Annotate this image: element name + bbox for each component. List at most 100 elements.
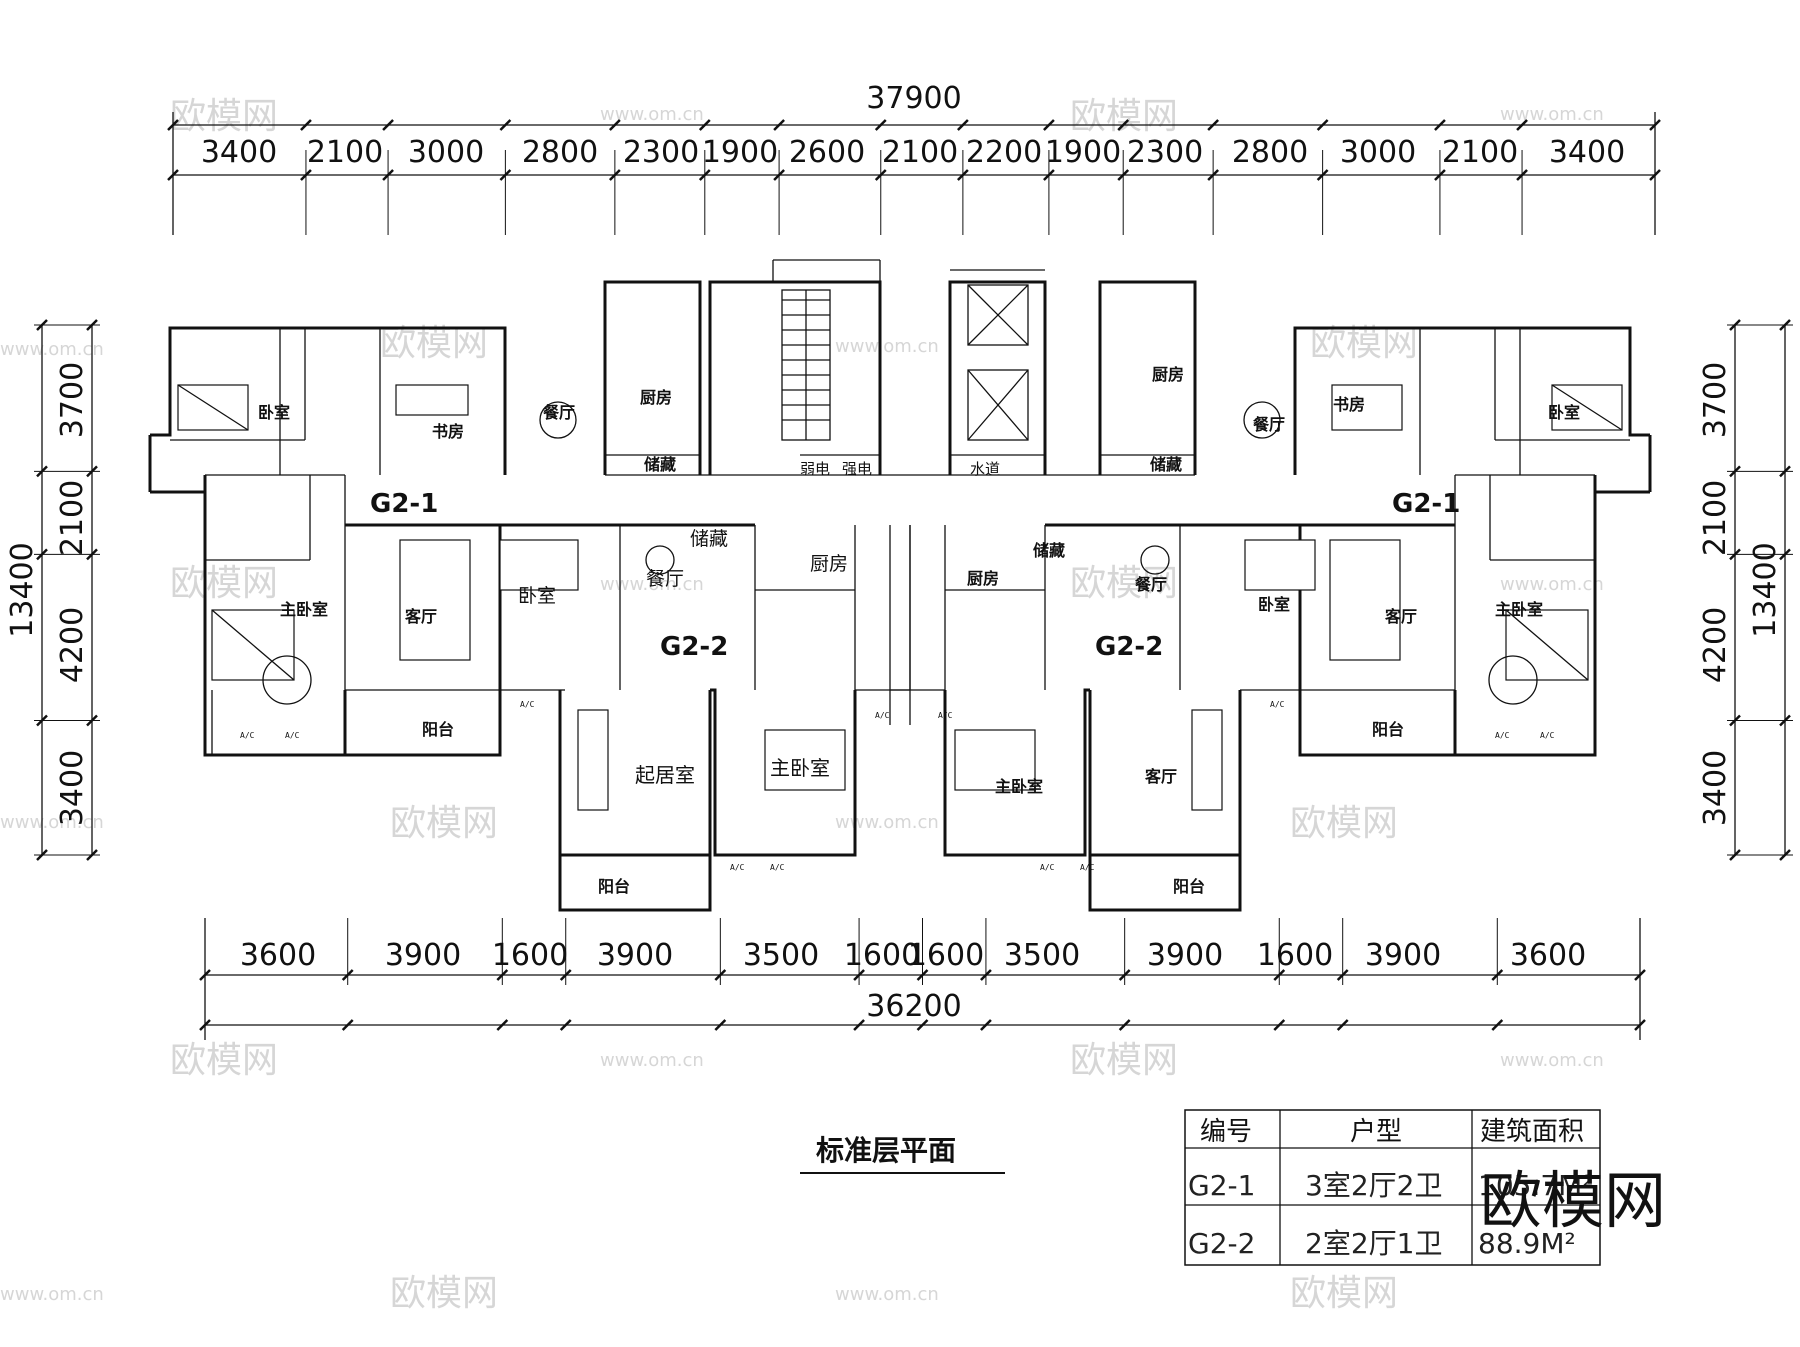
dimension-tick [1207, 169, 1220, 181]
dimension-tick [1117, 169, 1130, 181]
room-living: 客厅 [1145, 767, 1177, 786]
unit-label-g21-left: G2-1 [370, 489, 438, 519]
dimension-tick [853, 1019, 865, 1031]
top-dim-14: 2100 [1442, 135, 1518, 170]
watermark-brand: 欧模网 [170, 563, 278, 604]
dimension-tick [874, 119, 887, 131]
schedule-row-code: G2-2 [1188, 1227, 1255, 1260]
room-weak-electric: 弱电 [800, 460, 830, 478]
watermark-url: www.om.cn [600, 1050, 704, 1071]
top-dim-13: 3000 [1340, 135, 1416, 170]
drawing-title: 标准层平面 [816, 1134, 956, 1167]
top-dim-12: 2800 [1232, 135, 1308, 170]
top-dim-1: 3400 [201, 135, 277, 170]
dimension-tick [1729, 714, 1741, 727]
ac-unit-label: A/C [1540, 731, 1555, 740]
dimension-tick [1434, 119, 1446, 131]
left-dim-2: 2100 [55, 480, 90, 556]
room-living: 客厅 [1385, 607, 1417, 626]
room-balcony: 阳台 [1372, 720, 1404, 739]
room-bedroom: 卧室 [1548, 403, 1580, 422]
right-dim-4: 3400 [1698, 750, 1733, 826]
bottom-dim-9: 3900 [1147, 938, 1223, 973]
right-dim-1: 3700 [1698, 362, 1733, 438]
left-total-dimension: 13400 [5, 542, 40, 637]
watermark-url: www.om.cn [0, 1284, 104, 1305]
dimension-tick [698, 169, 711, 181]
bottom-dim-10: 1600 [1257, 938, 1333, 973]
top-dim-11: 2300 [1127, 135, 1203, 170]
top-dim-7: 2600 [789, 135, 865, 170]
watermark-url: www.om.cn [1500, 1050, 1604, 1071]
dimension-tick [956, 169, 969, 181]
watermark-brand: 欧模网 [1290, 803, 1398, 844]
dimension-tick [874, 169, 887, 181]
dimension-tick [86, 465, 98, 478]
schedule-row-type: 2室2厅1卫 [1305, 1227, 1442, 1260]
watermark-url: www.om.cn [600, 104, 704, 125]
watermark-url: www.om.cn [835, 812, 939, 833]
dimension-tick [773, 169, 785, 181]
dimension-tick [1434, 169, 1446, 181]
top-dim-6: 1900 [702, 135, 778, 170]
dimension-tick [956, 119, 969, 131]
right-dim-3: 4200 [1698, 607, 1733, 683]
left-dim-4: 3400 [55, 750, 90, 826]
room-kitchen: 厨房 [640, 388, 672, 407]
drawing-title-block: 标准层平面 [800, 1134, 1005, 1174]
top-dim-8: 2100 [882, 135, 958, 170]
watermark-url: www.om.cn [1500, 104, 1604, 125]
dimension-tick [559, 969, 572, 981]
dimension-tick [1118, 969, 1131, 981]
dimension-tick [1779, 319, 1791, 331]
room-water-shaft: 水道 [970, 460, 1000, 478]
watermark-brand: 欧模网 [1290, 1273, 1398, 1314]
bottom-dim-4: 3900 [597, 938, 673, 973]
schedule-header-area: 建筑面积 [1480, 1117, 1584, 1147]
ac-unit-label: A/C [1080, 863, 1095, 872]
right-dimension-chain: 13400 3700 2100 4200 3400 [1698, 319, 1793, 861]
dimension-tick [714, 1019, 727, 1031]
stairwell [781, 289, 831, 441]
room-bedroom: 卧室 [518, 585, 556, 607]
watermark-brand: 欧模网 [1070, 1040, 1178, 1081]
room-dining: 餐厅 [1134, 575, 1167, 594]
dimension-tick [86, 714, 98, 727]
watermark-brand: 欧模网 [1310, 323, 1418, 364]
schedule-row-area: 105.7M² [1478, 1169, 1594, 1202]
room-strong-electric: 强电 [842, 460, 872, 478]
dimension-tick [496, 1019, 509, 1031]
dimension-tick [608, 119, 621, 131]
watermark-url: www.om.cn [0, 339, 104, 360]
room-kitchen: 厨房 [1152, 365, 1184, 384]
top-total-dimension: 37900 [866, 81, 961, 116]
room-master-bedroom: 主卧室 [280, 600, 328, 619]
room-dining: 餐厅 [542, 403, 575, 422]
right-total-dimension: 13400 [1748, 542, 1783, 637]
dimension-tick [300, 169, 312, 181]
dimension-tick [1273, 1019, 1286, 1031]
dimension-tick [1043, 119, 1055, 131]
dimension-tick [1117, 119, 1130, 131]
ac-unit-label: A/C [770, 863, 785, 872]
brand-logo-watermark: 欧模网 [1480, 1164, 1666, 1237]
dimension-tick [1729, 465, 1741, 478]
top-dim-2: 2100 [307, 135, 383, 170]
dimension-tick [496, 969, 509, 981]
room-dining: 餐厅 [1252, 415, 1285, 434]
dimension-tick [714, 969, 727, 981]
room-study: 书房 [432, 422, 464, 441]
dimension-tick [36, 714, 48, 727]
left-dim-3: 4200 [55, 607, 90, 683]
dimension-tick [559, 1019, 572, 1031]
dimension-tick [1491, 969, 1504, 981]
ac-unit-label: A/C [938, 711, 953, 720]
dimension-tick [36, 465, 48, 478]
ac-unit-label: A/C [1270, 700, 1285, 709]
watermark-brand: 欧模网 [390, 803, 498, 844]
room-storage: 储藏 [1149, 455, 1182, 474]
ac-unit-label: A/C [875, 711, 890, 720]
room-dining: 餐厅 [646, 568, 684, 590]
dimension-tick [1118, 1019, 1131, 1031]
